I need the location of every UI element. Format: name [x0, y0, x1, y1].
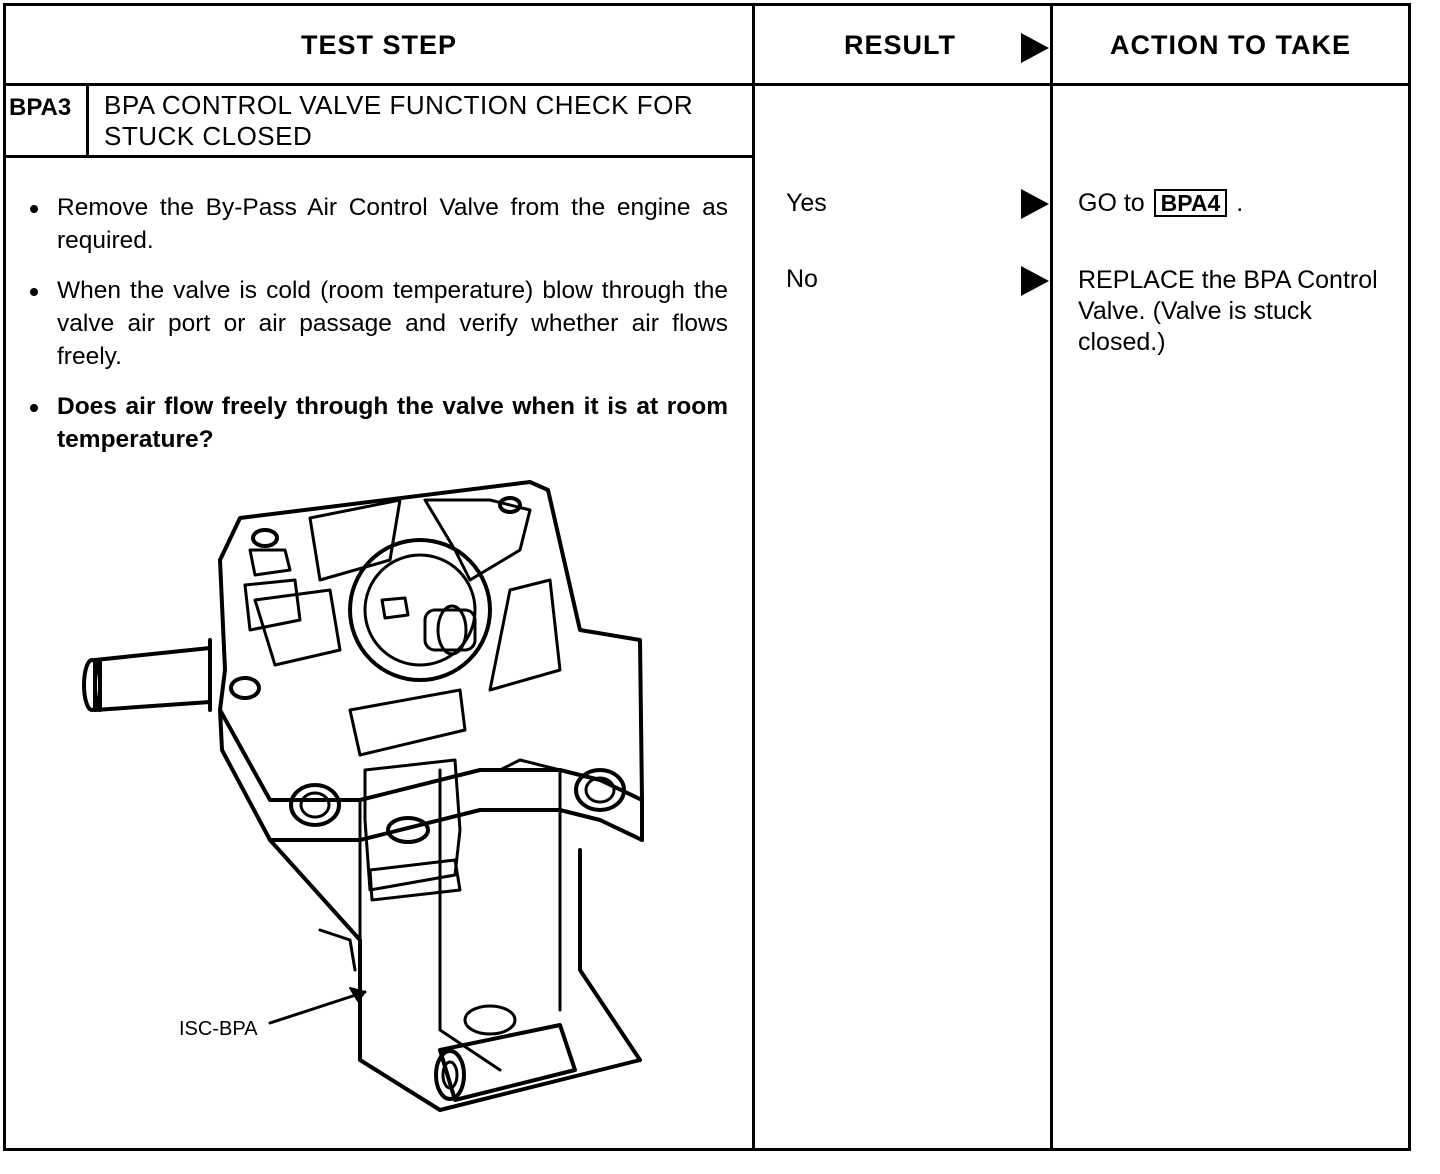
result-no: No [786, 265, 818, 293]
step-instructions: Remove the By-Pass Air Control Valve fro… [28, 191, 728, 473]
action-yes: GO to BPA4 . [1078, 189, 1244, 217]
diagram-callout-label: ISC-BPA [179, 1018, 258, 1040]
instruction-item: When the valve is cold (room temperature… [28, 274, 728, 373]
instruction-item: Remove the By-Pass Air Control Valve fro… [28, 191, 728, 257]
result-yes-arrow-icon [1021, 189, 1049, 219]
action-no: REPLACE the BPA Control Valve. (Valve is… [1078, 266, 1378, 356]
header-action: ACTION TO TAKE [1110, 30, 1351, 60]
header-arrow-icon [1021, 33, 1049, 63]
valve-illustration-icon [82, 480, 644, 1112]
step-title-line1: BPA CONTROL VALVE FUNCTION CHECK FOR [104, 90, 694, 120]
instruction-question: Does air flow freely through the valve w… [28, 390, 728, 456]
header-divider [3, 83, 1411, 86]
step-title-divider [3, 155, 755, 158]
result-no-arrow-icon [1021, 266, 1049, 296]
column-divider-2 [1050, 3, 1053, 1151]
header-test-step: TEST STEP [300, 30, 458, 60]
step-id: BPA3 [9, 94, 72, 121]
step-id-divider [86, 86, 89, 156]
bullet-icon [30, 404, 38, 412]
bullet-icon [30, 205, 38, 213]
result-yes: Yes [786, 189, 827, 217]
step-title-line2: STUCK CLOSED [104, 121, 313, 151]
bullet-icon [30, 288, 38, 296]
column-divider-1 [752, 3, 755, 1151]
step-reference-bpa4[interactable]: BPA4 [1153, 189, 1228, 217]
test-table-frame [3, 3, 1411, 1151]
step-title: BPA CONTROL VALVE FUNCTION CHECK FOR STU… [104, 90, 749, 152]
header-result: RESULT [844, 30, 956, 60]
